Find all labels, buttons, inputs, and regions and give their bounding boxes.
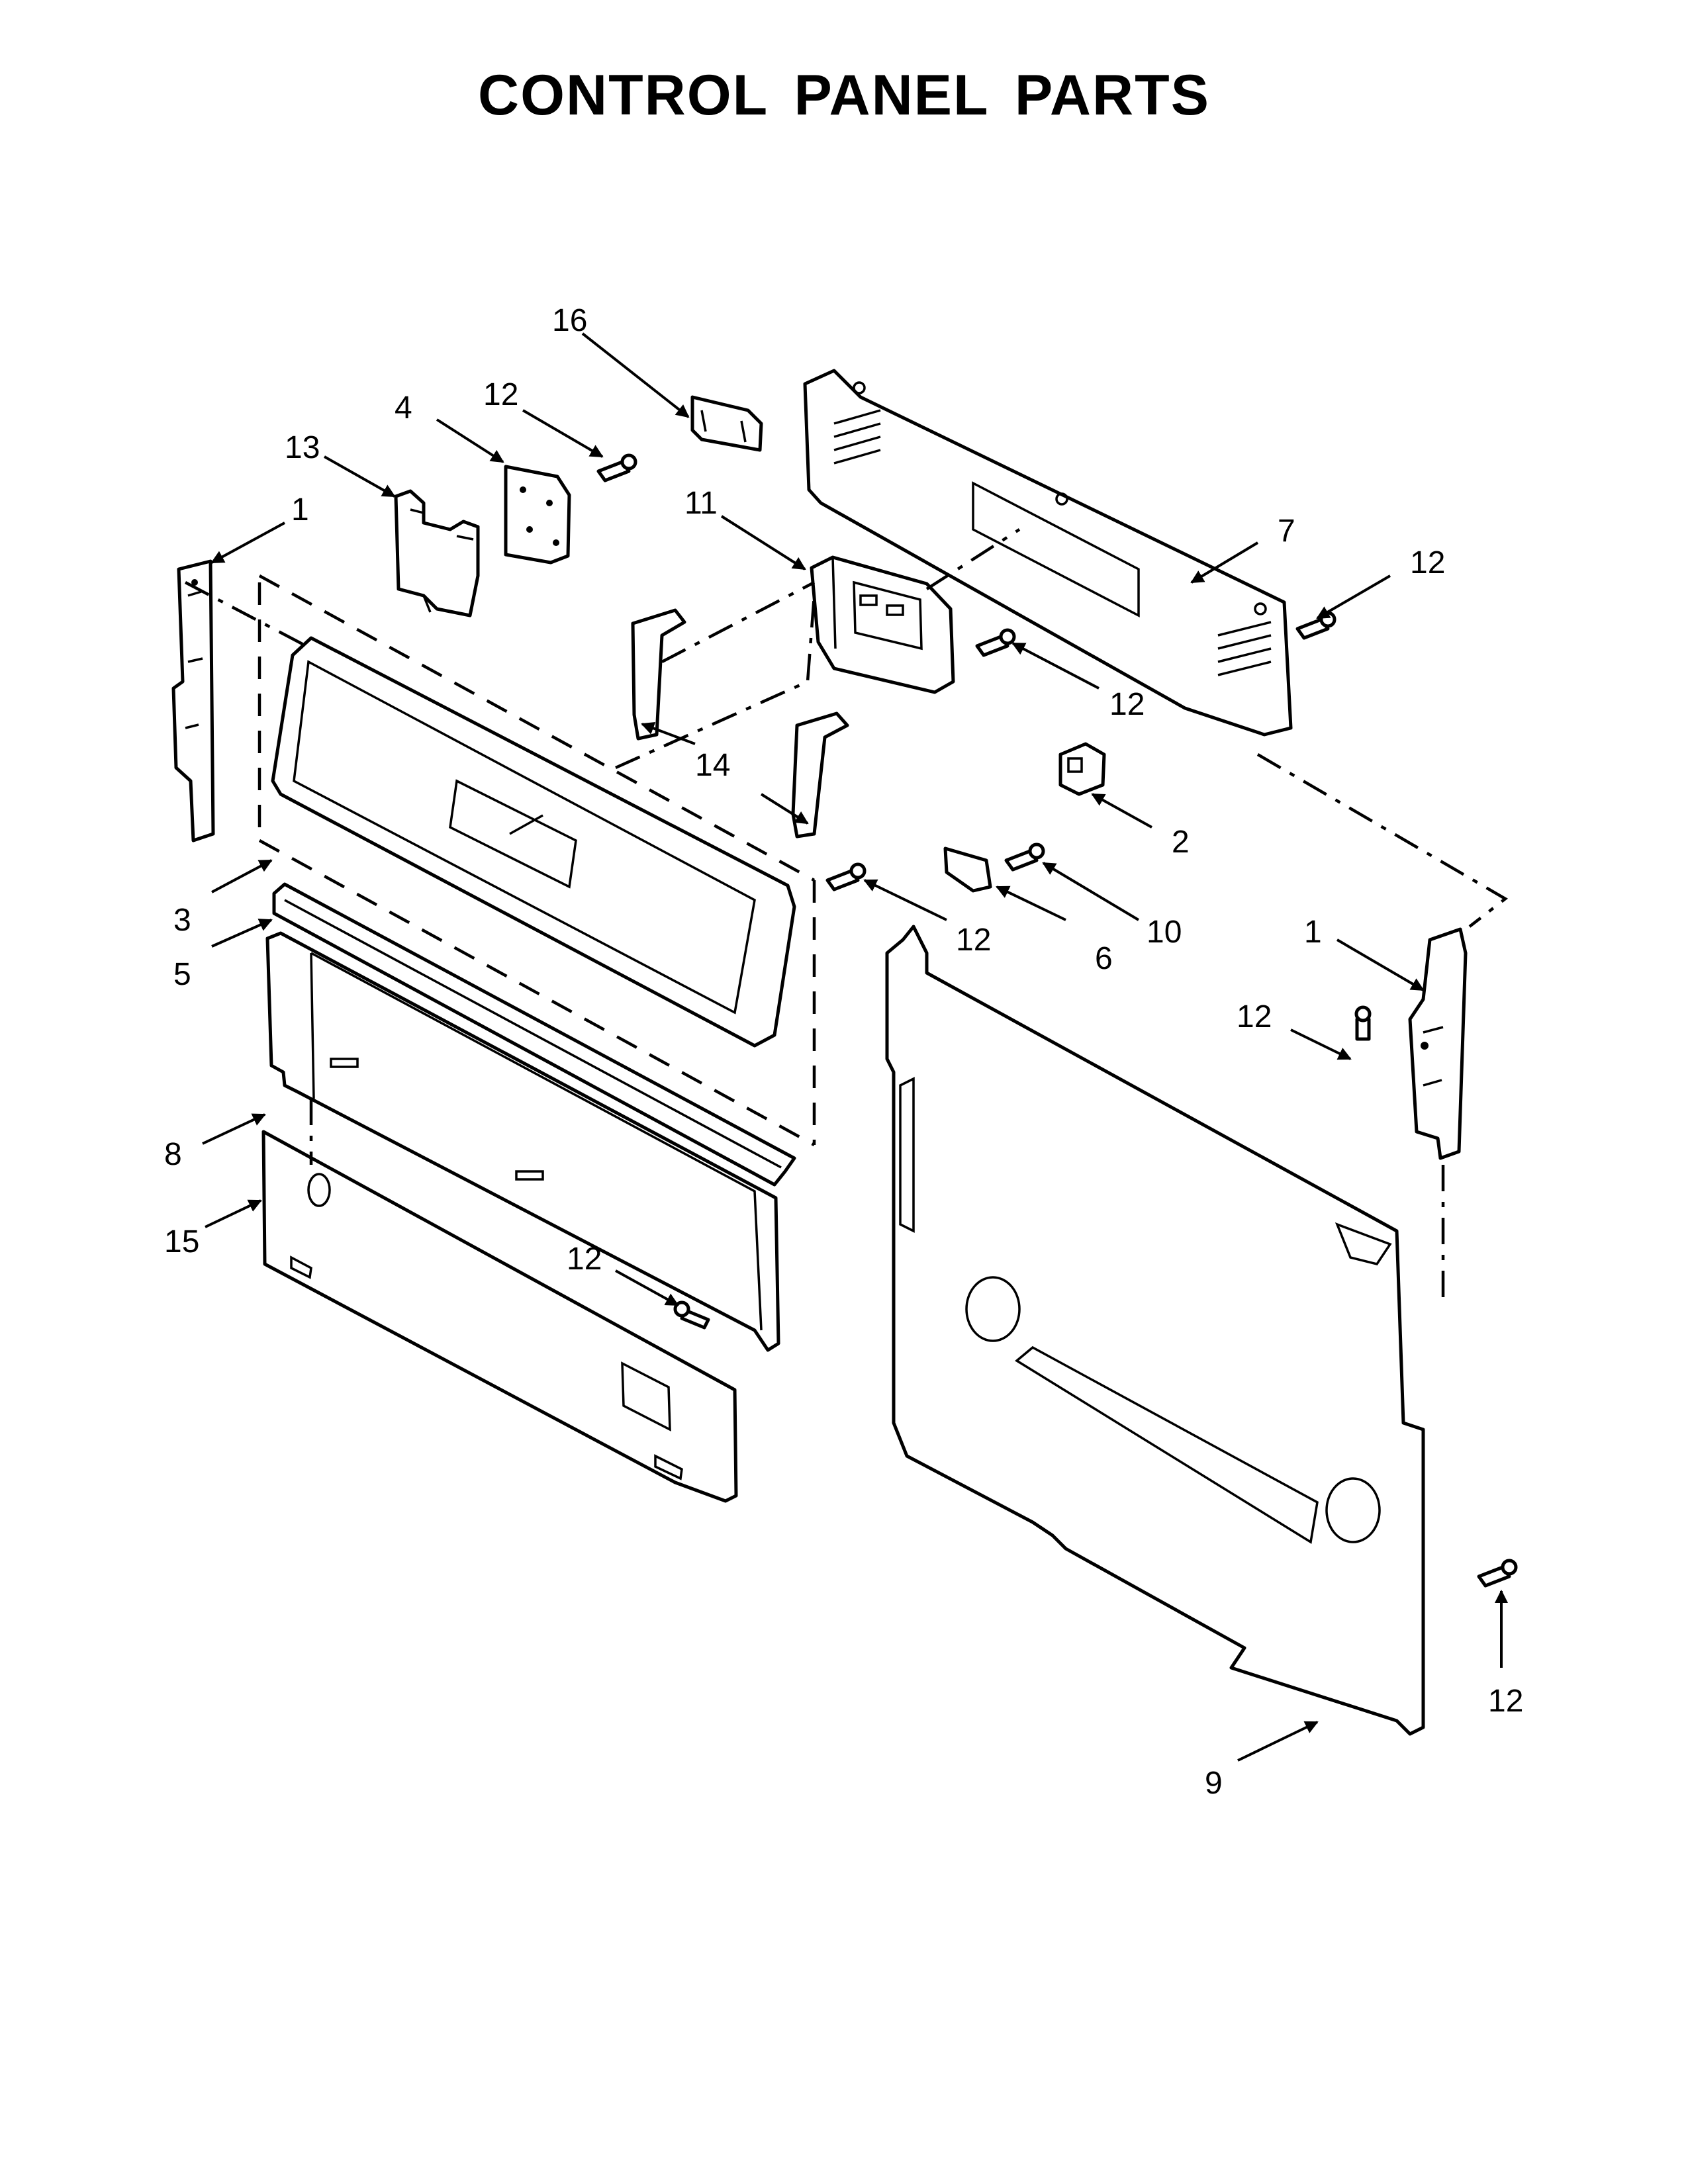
callout-12: 12 xyxy=(1109,687,1145,722)
part-6-clip xyxy=(943,846,992,893)
part-8-channel xyxy=(265,931,780,1352)
part-4-board xyxy=(504,465,571,565)
callout-3: 3 xyxy=(173,903,191,938)
screw-12-e xyxy=(1354,1005,1372,1041)
callout-8: 8 xyxy=(164,1137,182,1172)
callout-leaders xyxy=(202,332,1508,1762)
callout-13: 13 xyxy=(285,430,320,465)
screw-12-a xyxy=(596,453,637,482)
callout-16: 16 xyxy=(552,303,587,338)
callout-12: 12 xyxy=(1488,1684,1523,1719)
callout-15: 15 xyxy=(164,1224,199,1259)
callout-2: 2 xyxy=(1172,825,1190,860)
part-7-rear-panel xyxy=(803,369,1293,737)
screw-12-c xyxy=(975,628,1016,657)
screw-10 xyxy=(1004,842,1045,872)
part-11-control-board xyxy=(810,555,955,694)
part-14-brackets xyxy=(631,608,849,839)
part-3-control-panel xyxy=(271,636,796,1048)
callout-12: 12 xyxy=(483,377,518,412)
part-1-right-end-bracket xyxy=(1408,927,1468,1160)
callout-9: 9 xyxy=(1205,1766,1223,1801)
part-13-bracket xyxy=(394,489,480,617)
callout-12: 12 xyxy=(567,1242,602,1277)
screw-12-b xyxy=(1295,611,1336,640)
callout-5: 5 xyxy=(173,957,191,992)
part-1-left-end-bracket xyxy=(171,559,215,842)
callout-4: 4 xyxy=(395,390,412,426)
callout-14: 14 xyxy=(695,748,730,783)
callout-12: 12 xyxy=(1410,545,1445,580)
callout-6: 6 xyxy=(1095,941,1113,976)
callout-11: 11 xyxy=(684,486,718,521)
callout-1: 1 xyxy=(291,492,309,527)
callout-1: 1 xyxy=(1304,915,1322,950)
part-16-bracket xyxy=(690,395,763,452)
part-15-lower-shield xyxy=(261,1130,738,1503)
callout-12: 12 xyxy=(1237,999,1272,1034)
part-5-trim xyxy=(272,882,796,1187)
callout-7: 7 xyxy=(1278,514,1295,549)
callout-12: 12 xyxy=(956,923,991,958)
part-2-connector xyxy=(1058,742,1106,796)
screw-12-f xyxy=(673,1300,710,1330)
screw-12-d xyxy=(825,862,867,891)
callout-10: 10 xyxy=(1147,915,1182,950)
diagram-title: CONTROL PANEL PARTS xyxy=(477,64,1211,127)
screw-12-g xyxy=(1477,1559,1518,1588)
part-9-large-panel xyxy=(885,925,1425,1736)
callout-labels: 16 4 12 13 1 11 7 12 12 14 2 3 12 10 6 1… xyxy=(164,303,1523,1801)
